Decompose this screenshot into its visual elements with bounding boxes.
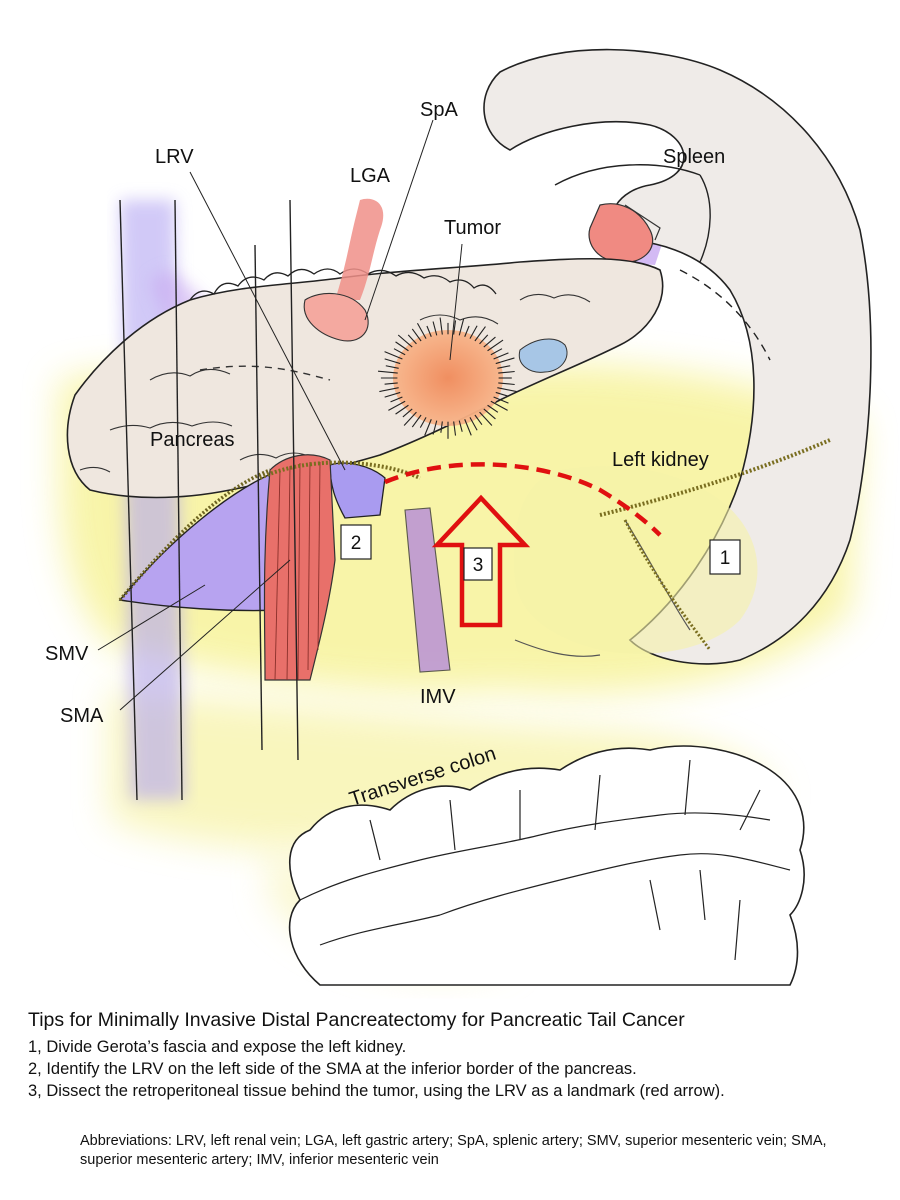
tumor-spike <box>497 365 511 369</box>
tumor-spike <box>497 387 517 393</box>
left-kidney <box>513 466 758 657</box>
splenic-hilar-vessels <box>588 203 661 263</box>
tumor-spike <box>395 404 409 415</box>
tumor-spike <box>479 334 489 345</box>
tumor-spike <box>483 336 496 348</box>
transverse-colon <box>288 745 805 986</box>
tumor-spike <box>483 408 496 420</box>
tumor-spike <box>419 417 427 428</box>
tumor-spike <box>384 351 403 360</box>
tumor-spike <box>493 352 509 360</box>
tumor-spike <box>453 421 457 436</box>
tumor-spike <box>490 400 508 411</box>
abbreviations-note: Abbreviations: LRV, left renal vein; LGA… <box>80 1133 827 1168</box>
tumor-spike <box>490 348 503 356</box>
tumor-spike <box>393 348 406 356</box>
tumor-spike <box>469 417 478 431</box>
tumor-spike <box>464 419 472 436</box>
tumor-spike <box>397 334 413 348</box>
tumor-spike <box>487 339 504 352</box>
tumor-spike <box>384 358 401 365</box>
tumor-spike <box>469 325 478 339</box>
tumor-spike <box>498 370 515 374</box>
tumor-spike <box>385 365 399 369</box>
tumor-spike <box>479 411 493 426</box>
pancreas-inferior-border <box>118 438 831 651</box>
caption-step-2: 2, Identify the LRV on the left side of … <box>28 1060 637 1078</box>
tumor-spike <box>495 391 509 397</box>
figure-caption: Tips for Minimally Invasive Distal Pancr… <box>28 1008 888 1102</box>
label-tumor: Tumor <box>444 217 501 239</box>
step-marker-3-label: 3 <box>473 555 484 576</box>
tumor <box>377 317 517 439</box>
label-spleen: Spleen <box>663 146 725 168</box>
label-left-kidney: Left kidney <box>612 449 709 471</box>
tumor-spike <box>416 322 427 339</box>
tumor-spike <box>402 408 413 418</box>
tumor-spike <box>384 382 398 385</box>
label-spa: SpA <box>420 99 458 121</box>
pancreas <box>66 257 664 499</box>
caption-title: Tips for Minimally Invasive Distal Pancr… <box>28 1009 685 1031</box>
tumor-spike <box>384 391 401 398</box>
tumor-spike <box>411 414 422 428</box>
step-marker-2: 2 <box>340 524 372 560</box>
tumor-spike <box>458 420 463 432</box>
tumor-spike <box>432 420 438 435</box>
sma-artery <box>263 454 336 681</box>
label-lga: LGA <box>350 165 391 187</box>
tumor-spike <box>390 396 403 403</box>
tumor-spike <box>495 357 515 365</box>
anatomy-illustration: 1 2 3 SpA LRV LGA Spleen Tumor Pancreas … <box>45 48 872 986</box>
dissection-direction-arrow <box>431 494 531 628</box>
tumor-spike <box>440 421 443 433</box>
leader-lines <box>97 119 463 711</box>
tumor-spike <box>498 382 515 386</box>
tumor-spike <box>453 320 457 335</box>
label-smv: SMV <box>45 643 89 665</box>
tumor-spike <box>439 317 443 335</box>
caption-step-1: 1, Divide Gerota’s fascia and expose the… <box>28 1038 407 1056</box>
caption-step-3: 3, Dissect the retroperitoneal tissue be… <box>28 1082 725 1100</box>
tumor-spike <box>487 404 499 413</box>
tumor-spike <box>379 387 399 393</box>
tumor-spike <box>377 370 398 374</box>
step-marker-1: 1 <box>709 539 741 575</box>
step-marker-2-label: 2 <box>351 533 362 554</box>
imv-vein <box>404 507 451 673</box>
step-marker-3: 3 <box>463 547 493 581</box>
lga-artery <box>303 198 384 342</box>
label-lrv: LRV <box>155 146 194 168</box>
tumor-spike <box>464 325 470 337</box>
step-marker-1-label: 1 <box>720 548 731 569</box>
tumor-spike <box>458 318 465 336</box>
great-vessels <box>119 199 299 801</box>
label-pancreas: Pancreas <box>150 429 235 451</box>
tumor-spike <box>432 321 438 336</box>
tumor-spike <box>474 326 486 342</box>
label-imv: IMV <box>420 686 456 708</box>
tumor-spike <box>388 400 406 411</box>
tumor-spike <box>411 328 422 342</box>
tumor-spike <box>426 325 432 337</box>
dissection-line <box>384 462 662 537</box>
tumor-spike <box>407 334 417 345</box>
tumor-spike <box>403 411 417 426</box>
tumor-spike <box>424 419 432 436</box>
label-sma: SMA <box>60 705 104 727</box>
tumor-spike <box>493 396 509 404</box>
tumor-spike <box>474 414 483 425</box>
tumor-spike <box>395 341 409 352</box>
